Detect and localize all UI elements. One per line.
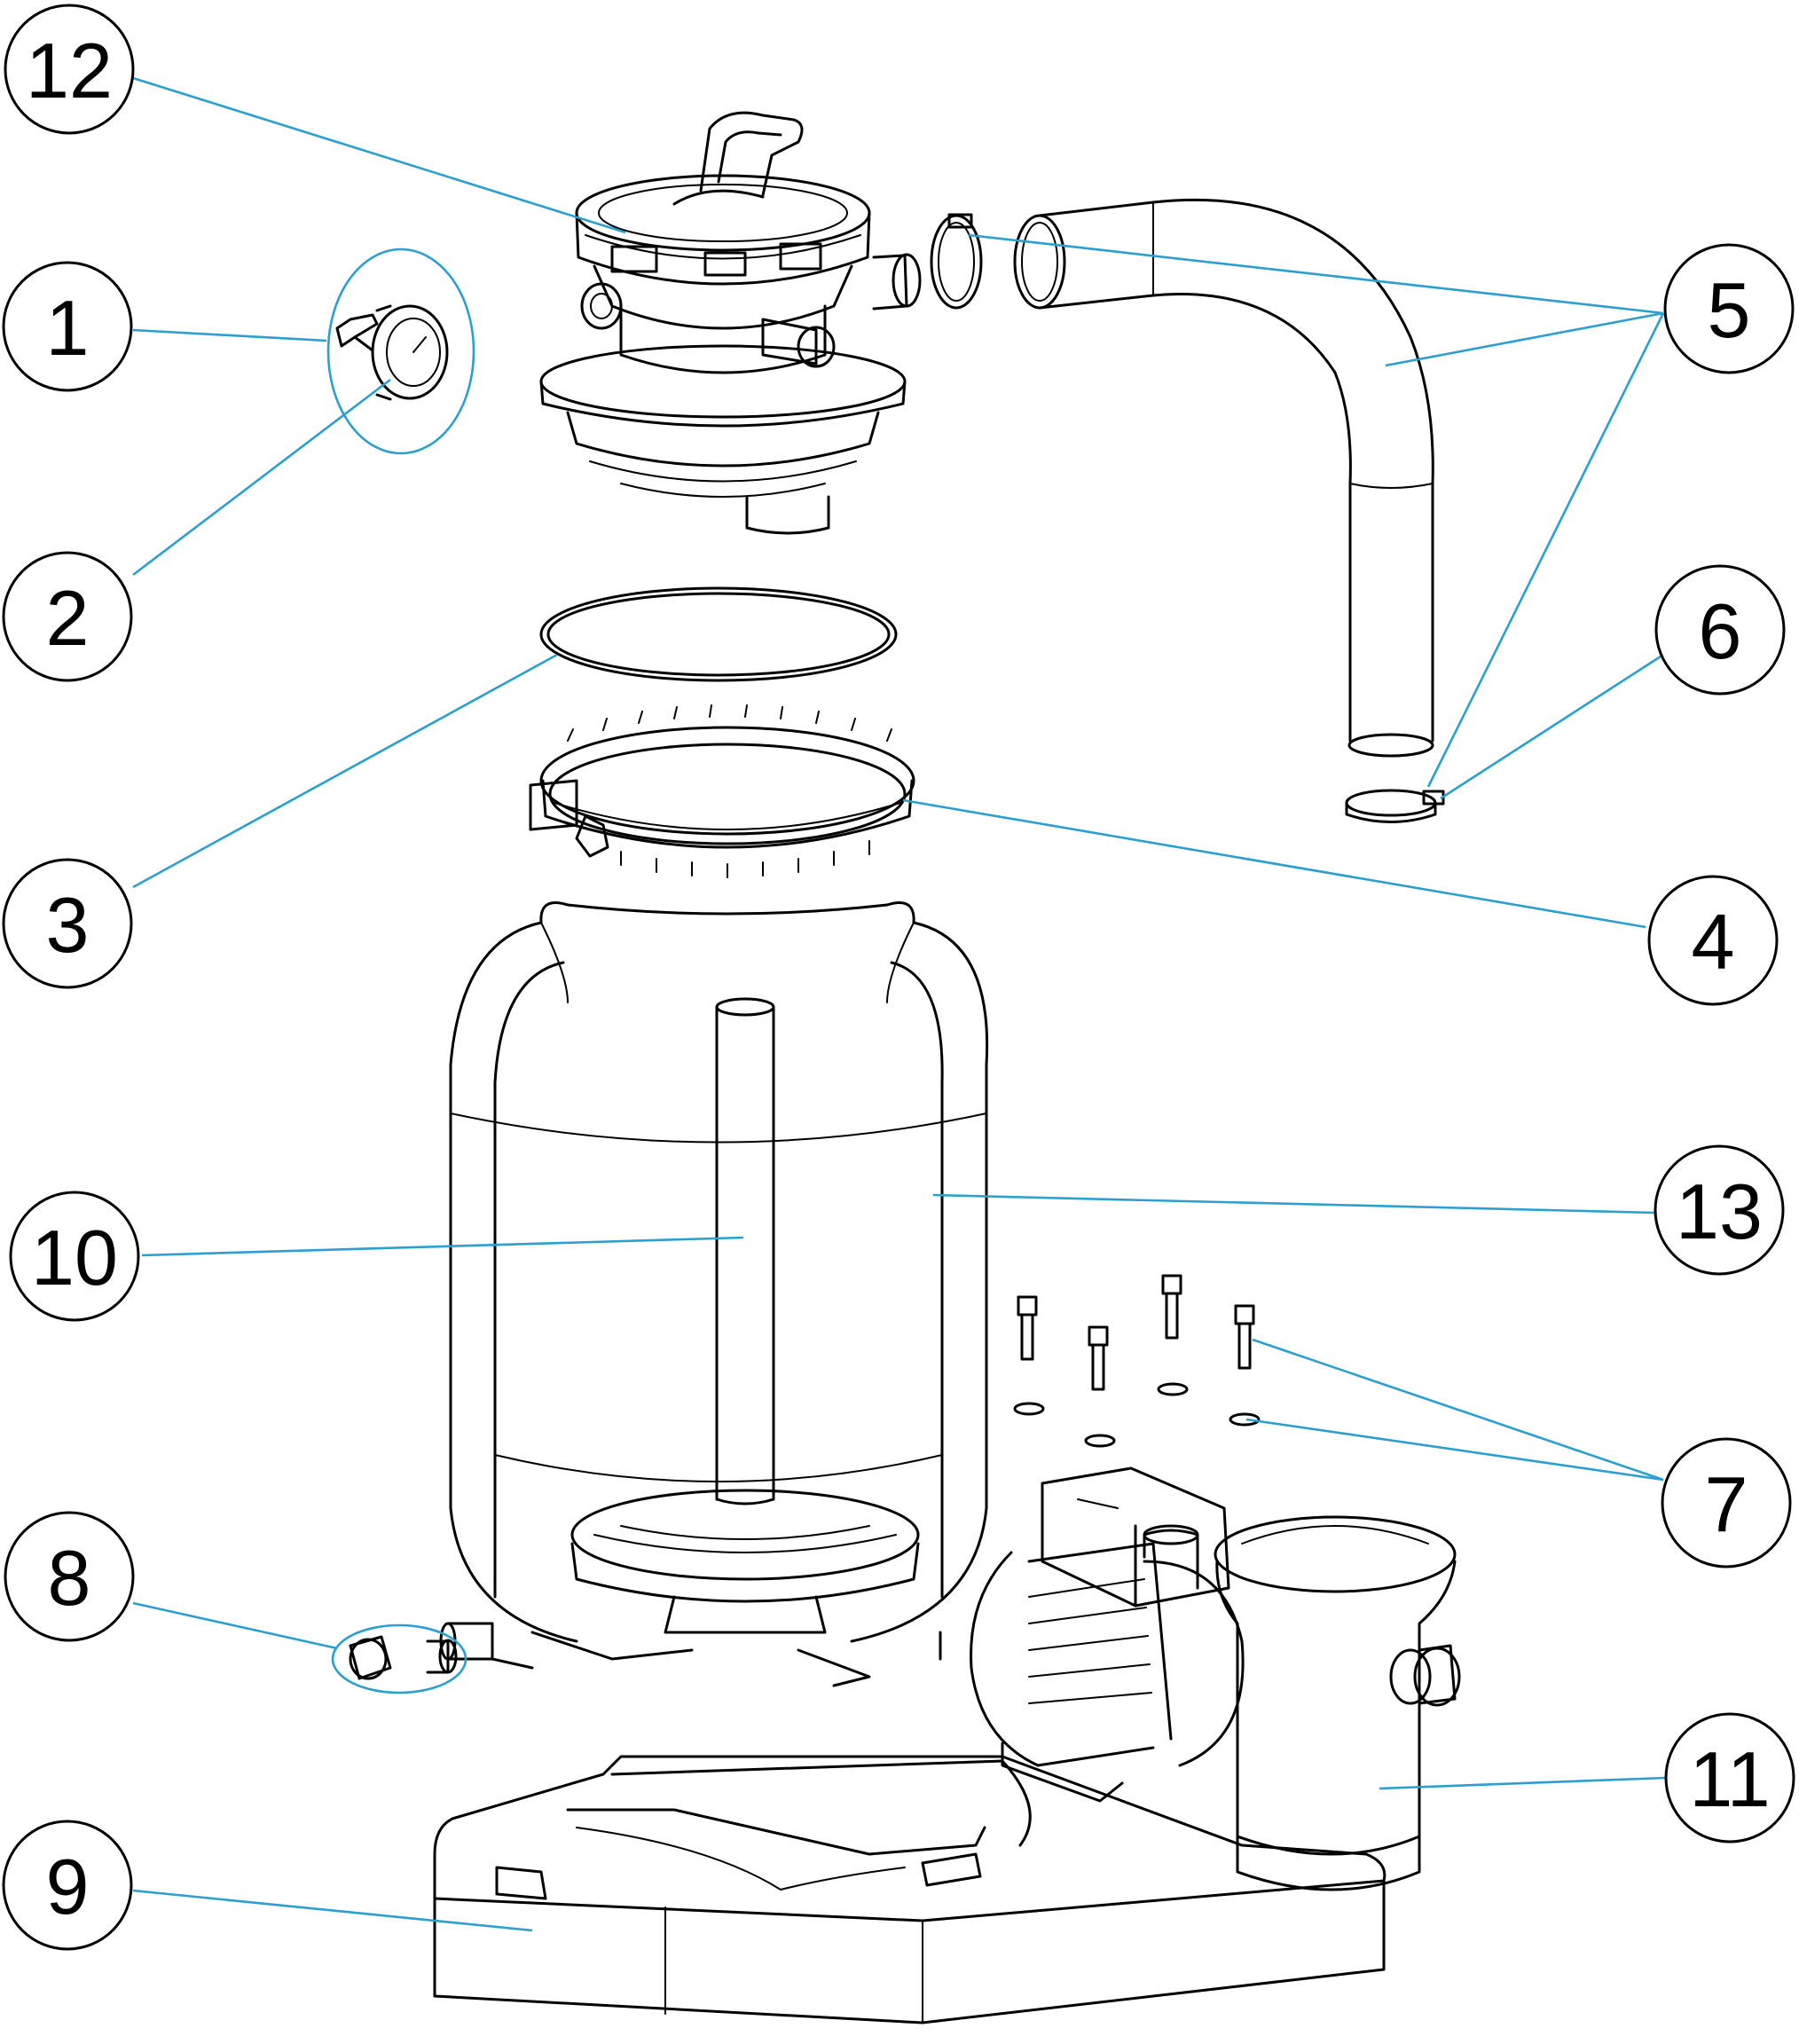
svg-text:10: 10 bbox=[31, 1214, 118, 1301]
leader-7b bbox=[1245, 1418, 1664, 1482]
o-ring-drawing bbox=[539, 586, 898, 682]
svg-text:6: 6 bbox=[1699, 587, 1742, 675]
svg-text:11: 11 bbox=[1689, 1735, 1770, 1823]
callout-1: 1 bbox=[2, 261, 133, 392]
callout-3: 3 bbox=[2, 858, 133, 989]
base-drawing bbox=[433, 1755, 1387, 2024]
callout-13: 13 bbox=[1654, 1144, 1785, 1276]
leader-11 bbox=[1379, 1776, 1667, 1790]
svg-text:1: 1 bbox=[46, 284, 90, 372]
leader-5b bbox=[1385, 311, 1664, 367]
leader-9 bbox=[132, 1889, 533, 1932]
pressure-gauge-drawing bbox=[326, 248, 475, 455]
svg-text:8: 8 bbox=[48, 1534, 91, 1622]
leader-lines bbox=[132, 76, 1667, 1932]
callout-5: 5 bbox=[1663, 243, 1795, 374]
leader-13 bbox=[932, 1193, 1655, 1215]
callout-10: 10 bbox=[9, 1191, 140, 1322]
drain-plug-drawing bbox=[331, 1623, 467, 1694]
svg-text:13: 13 bbox=[1676, 1167, 1763, 1255]
leader-3 bbox=[132, 653, 558, 889]
callout-7: 7 bbox=[1661, 1437, 1792, 1568]
callout-9: 9 bbox=[2, 1820, 133, 1951]
callout-11: 11 bbox=[1664, 1712, 1795, 1844]
multiport-valve-drawing bbox=[539, 111, 922, 535]
callout-12: 12 bbox=[4, 4, 135, 135]
leader-12 bbox=[132, 76, 626, 234]
callout-2: 2 bbox=[2, 551, 133, 682]
callout-8: 8 bbox=[4, 1511, 135, 1642]
svg-text:2: 2 bbox=[46, 574, 90, 662]
leader-4 bbox=[902, 798, 1646, 929]
leader-7a bbox=[1252, 1338, 1664, 1482]
svg-text:7: 7 bbox=[1705, 1460, 1748, 1548]
pump-drawing bbox=[970, 1466, 1461, 1891]
leader-5a bbox=[968, 233, 1664, 315]
svg-text:4: 4 bbox=[1692, 898, 1735, 986]
svg-text:3: 3 bbox=[46, 881, 90, 969]
callout-4: 4 bbox=[1647, 875, 1779, 1006]
leader-1 bbox=[132, 328, 327, 342]
clamp-ring-drawing bbox=[529, 704, 915, 878]
leader-5c bbox=[1426, 312, 1665, 788]
leader-8 bbox=[132, 1601, 338, 1650]
bolts-washers-drawing bbox=[1013, 1274, 1261, 1448]
filter-tank-drawing bbox=[439, 901, 989, 1687]
callout-6: 6 bbox=[1654, 564, 1786, 696]
leader-10 bbox=[141, 1236, 744, 1257]
svg-text:12: 12 bbox=[26, 27, 113, 114]
leader-2 bbox=[132, 378, 391, 577]
leader-6 bbox=[1440, 653, 1664, 800]
svg-text:9: 9 bbox=[46, 1843, 90, 1930]
svg-text:5: 5 bbox=[1708, 266, 1751, 354]
elbow-hose-drawing bbox=[930, 198, 1445, 823]
